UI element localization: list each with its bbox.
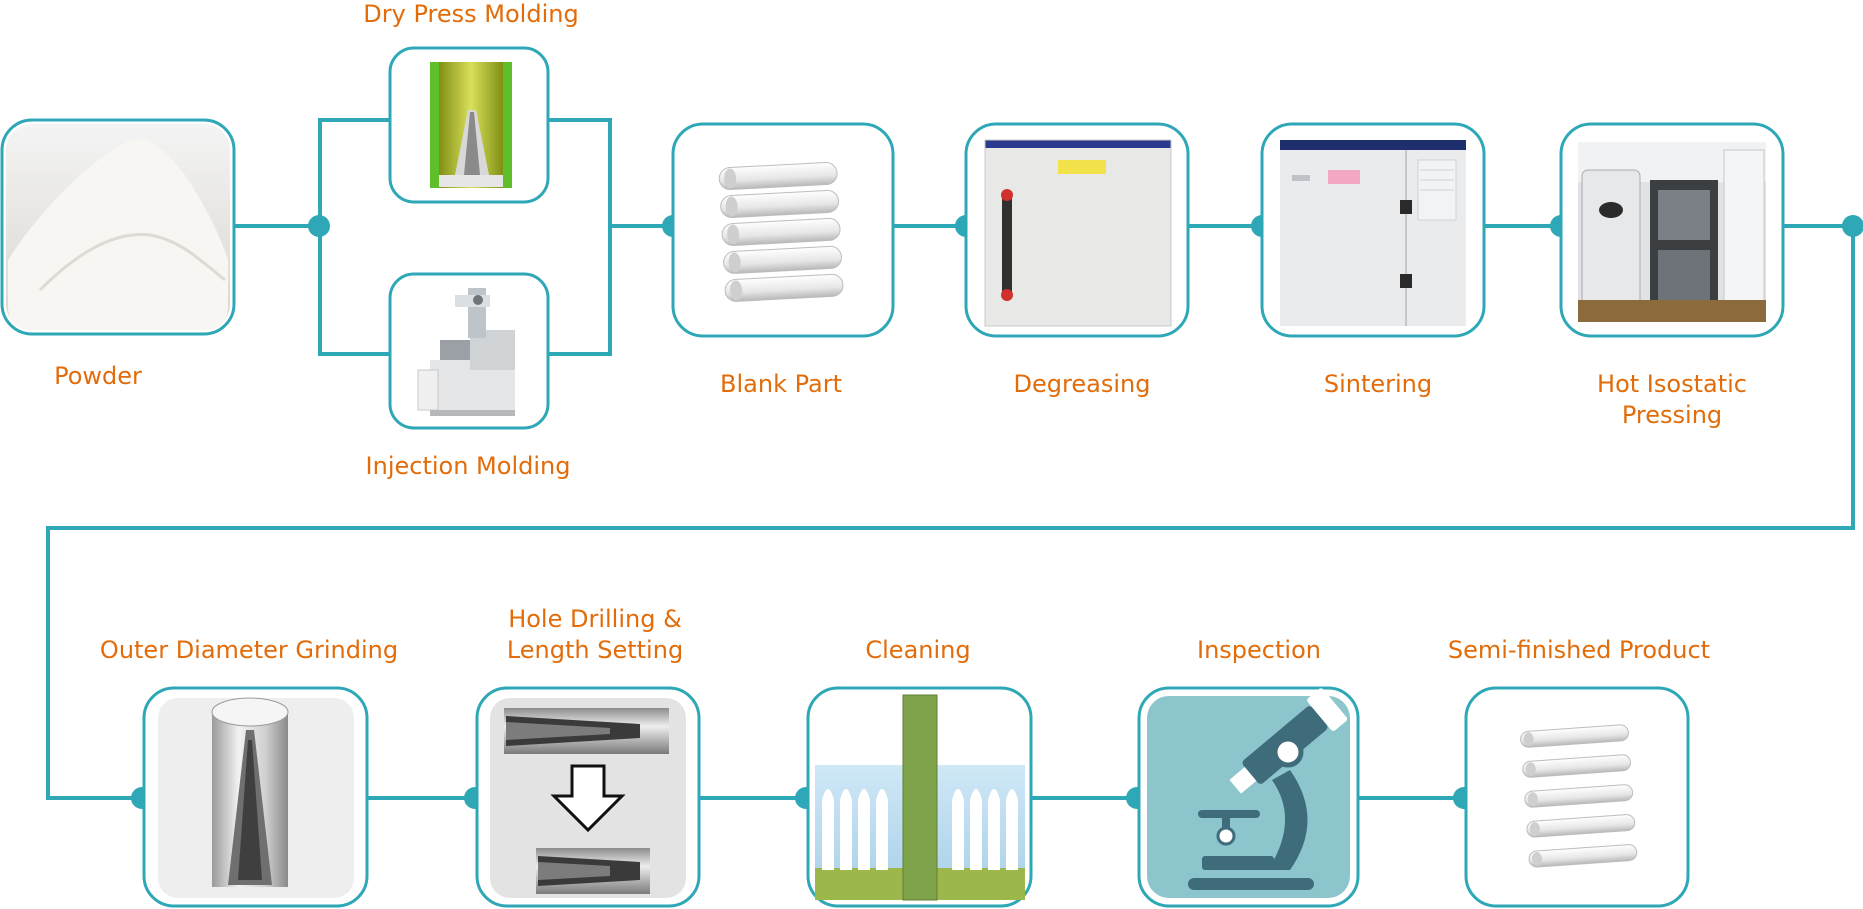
ceramic-rods-icon — [718, 162, 844, 302]
finished-rods-icon — [1520, 724, 1638, 868]
dry-press-label: Dry Press Molding — [363, 0, 578, 28]
connector-lines — [46, 118, 1855, 800]
sintering-label: Sintering — [1324, 370, 1432, 398]
step-blank-part: Blank Part — [671, 122, 895, 398]
drill-arrow-icon — [490, 698, 686, 898]
semi-finished-label: Semi-finished Product — [1448, 636, 1710, 664]
degreasing-furnace-photo — [984, 139, 1172, 327]
cylinder-icon — [158, 697, 354, 898]
step-outer-diameter-grinding: Outer Diameter Grinding — [100, 636, 398, 908]
microscope-icon — [1147, 688, 1350, 898]
step-hole-drilling-length-setting: Hole Drilling & Length Setting — [475, 605, 701, 908]
injection-machine-photo — [417, 288, 515, 416]
dry-press-mold-icon — [430, 62, 512, 188]
step-injection-molding: Injection Molding — [366, 272, 571, 480]
hip-label-line1: Hot Isostatic — [1597, 370, 1747, 398]
injection-label: Injection Molding — [366, 452, 571, 480]
powder-label: Powder — [54, 362, 142, 390]
step-hot-isostatic-pressing: Hot Isostatic Pressing — [1559, 122, 1785, 429]
hip-label-line2: Pressing — [1622, 401, 1722, 429]
step-inspection: Inspection — [1137, 636, 1360, 908]
step-cleaning: Cleaning — [806, 636, 1033, 908]
drilling-label-line1: Hole Drilling & — [508, 605, 682, 633]
cleaning-tank-icon — [815, 694, 1025, 901]
inspection-label: Inspection — [1197, 636, 1321, 664]
step-powder: Powder — [0, 118, 236, 390]
od-grinding-label: Outer Diameter Grinding — [100, 636, 398, 664]
step-semi-finished-product: Semi-finished Product — [1448, 636, 1710, 908]
step-sintering: Sintering — [1260, 122, 1486, 398]
drilling-label-line2: Length Setting — [507, 636, 683, 664]
powder-pile-photo — [6, 124, 230, 330]
blank-part-label: Blank Part — [720, 370, 842, 398]
step-degreasing: Degreasing — [964, 122, 1190, 398]
cleaning-label: Cleaning — [865, 636, 970, 664]
hip-equipment-photo — [1578, 142, 1766, 322]
sintering-furnace-photo — [1280, 140, 1466, 326]
step-dry-press-molding: Dry Press Molding — [363, 0, 579, 204]
degreasing-label: Degreasing — [1014, 370, 1151, 398]
